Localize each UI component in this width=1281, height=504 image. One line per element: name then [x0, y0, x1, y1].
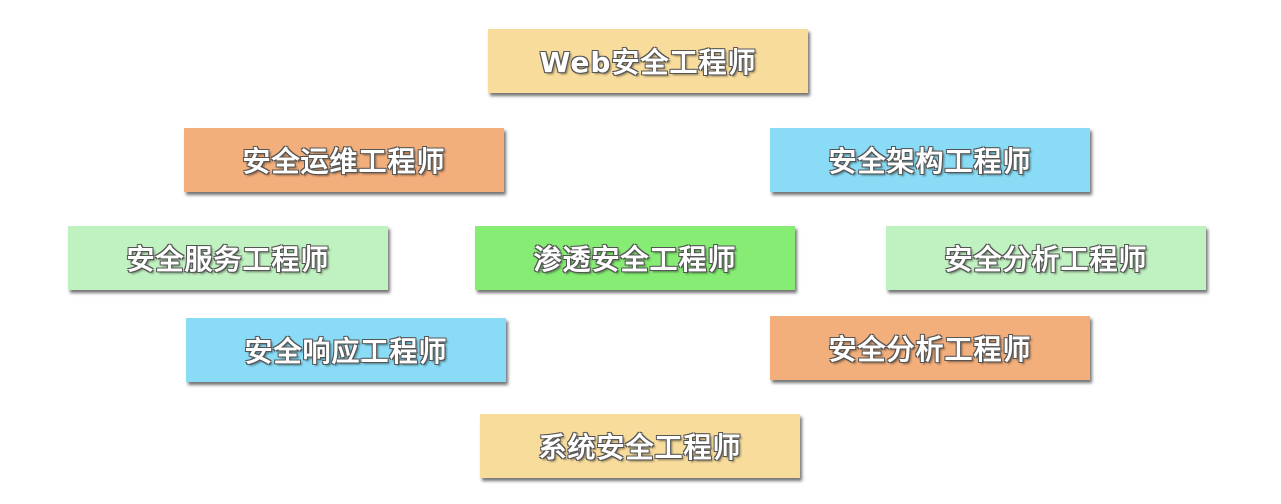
- role-label: 安全运维工程师: [242, 145, 446, 178]
- role-label: 安全响应工程师: [244, 335, 448, 368]
- role-label: 渗透安全工程师: [533, 243, 737, 276]
- role-label: 系统安全工程师: [538, 431, 742, 464]
- role-label: 安全分析工程师: [944, 243, 1148, 276]
- role-label: Web安全工程师: [539, 46, 757, 79]
- role-box-web-security: Web安全工程师: [488, 29, 808, 93]
- role-box-security-analysis-green: 安全分析工程师: [886, 226, 1206, 290]
- role-box-system-security: 系统安全工程师: [480, 414, 800, 478]
- role-box-penetration-security: 渗透安全工程师: [475, 226, 795, 290]
- role-box-security-ops: 安全运维工程师: [184, 128, 504, 192]
- role-label: 安全分析工程师: [828, 333, 1032, 366]
- role-label: 安全服务工程师: [126, 243, 330, 276]
- role-box-security-analysis-orange: 安全分析工程师: [770, 316, 1090, 380]
- role-label: 安全架构工程师: [828, 145, 1032, 178]
- role-box-security-services: 安全服务工程师: [68, 226, 388, 290]
- role-box-security-architecture: 安全架构工程师: [770, 128, 1090, 192]
- role-box-security-response: 安全响应工程师: [186, 318, 506, 382]
